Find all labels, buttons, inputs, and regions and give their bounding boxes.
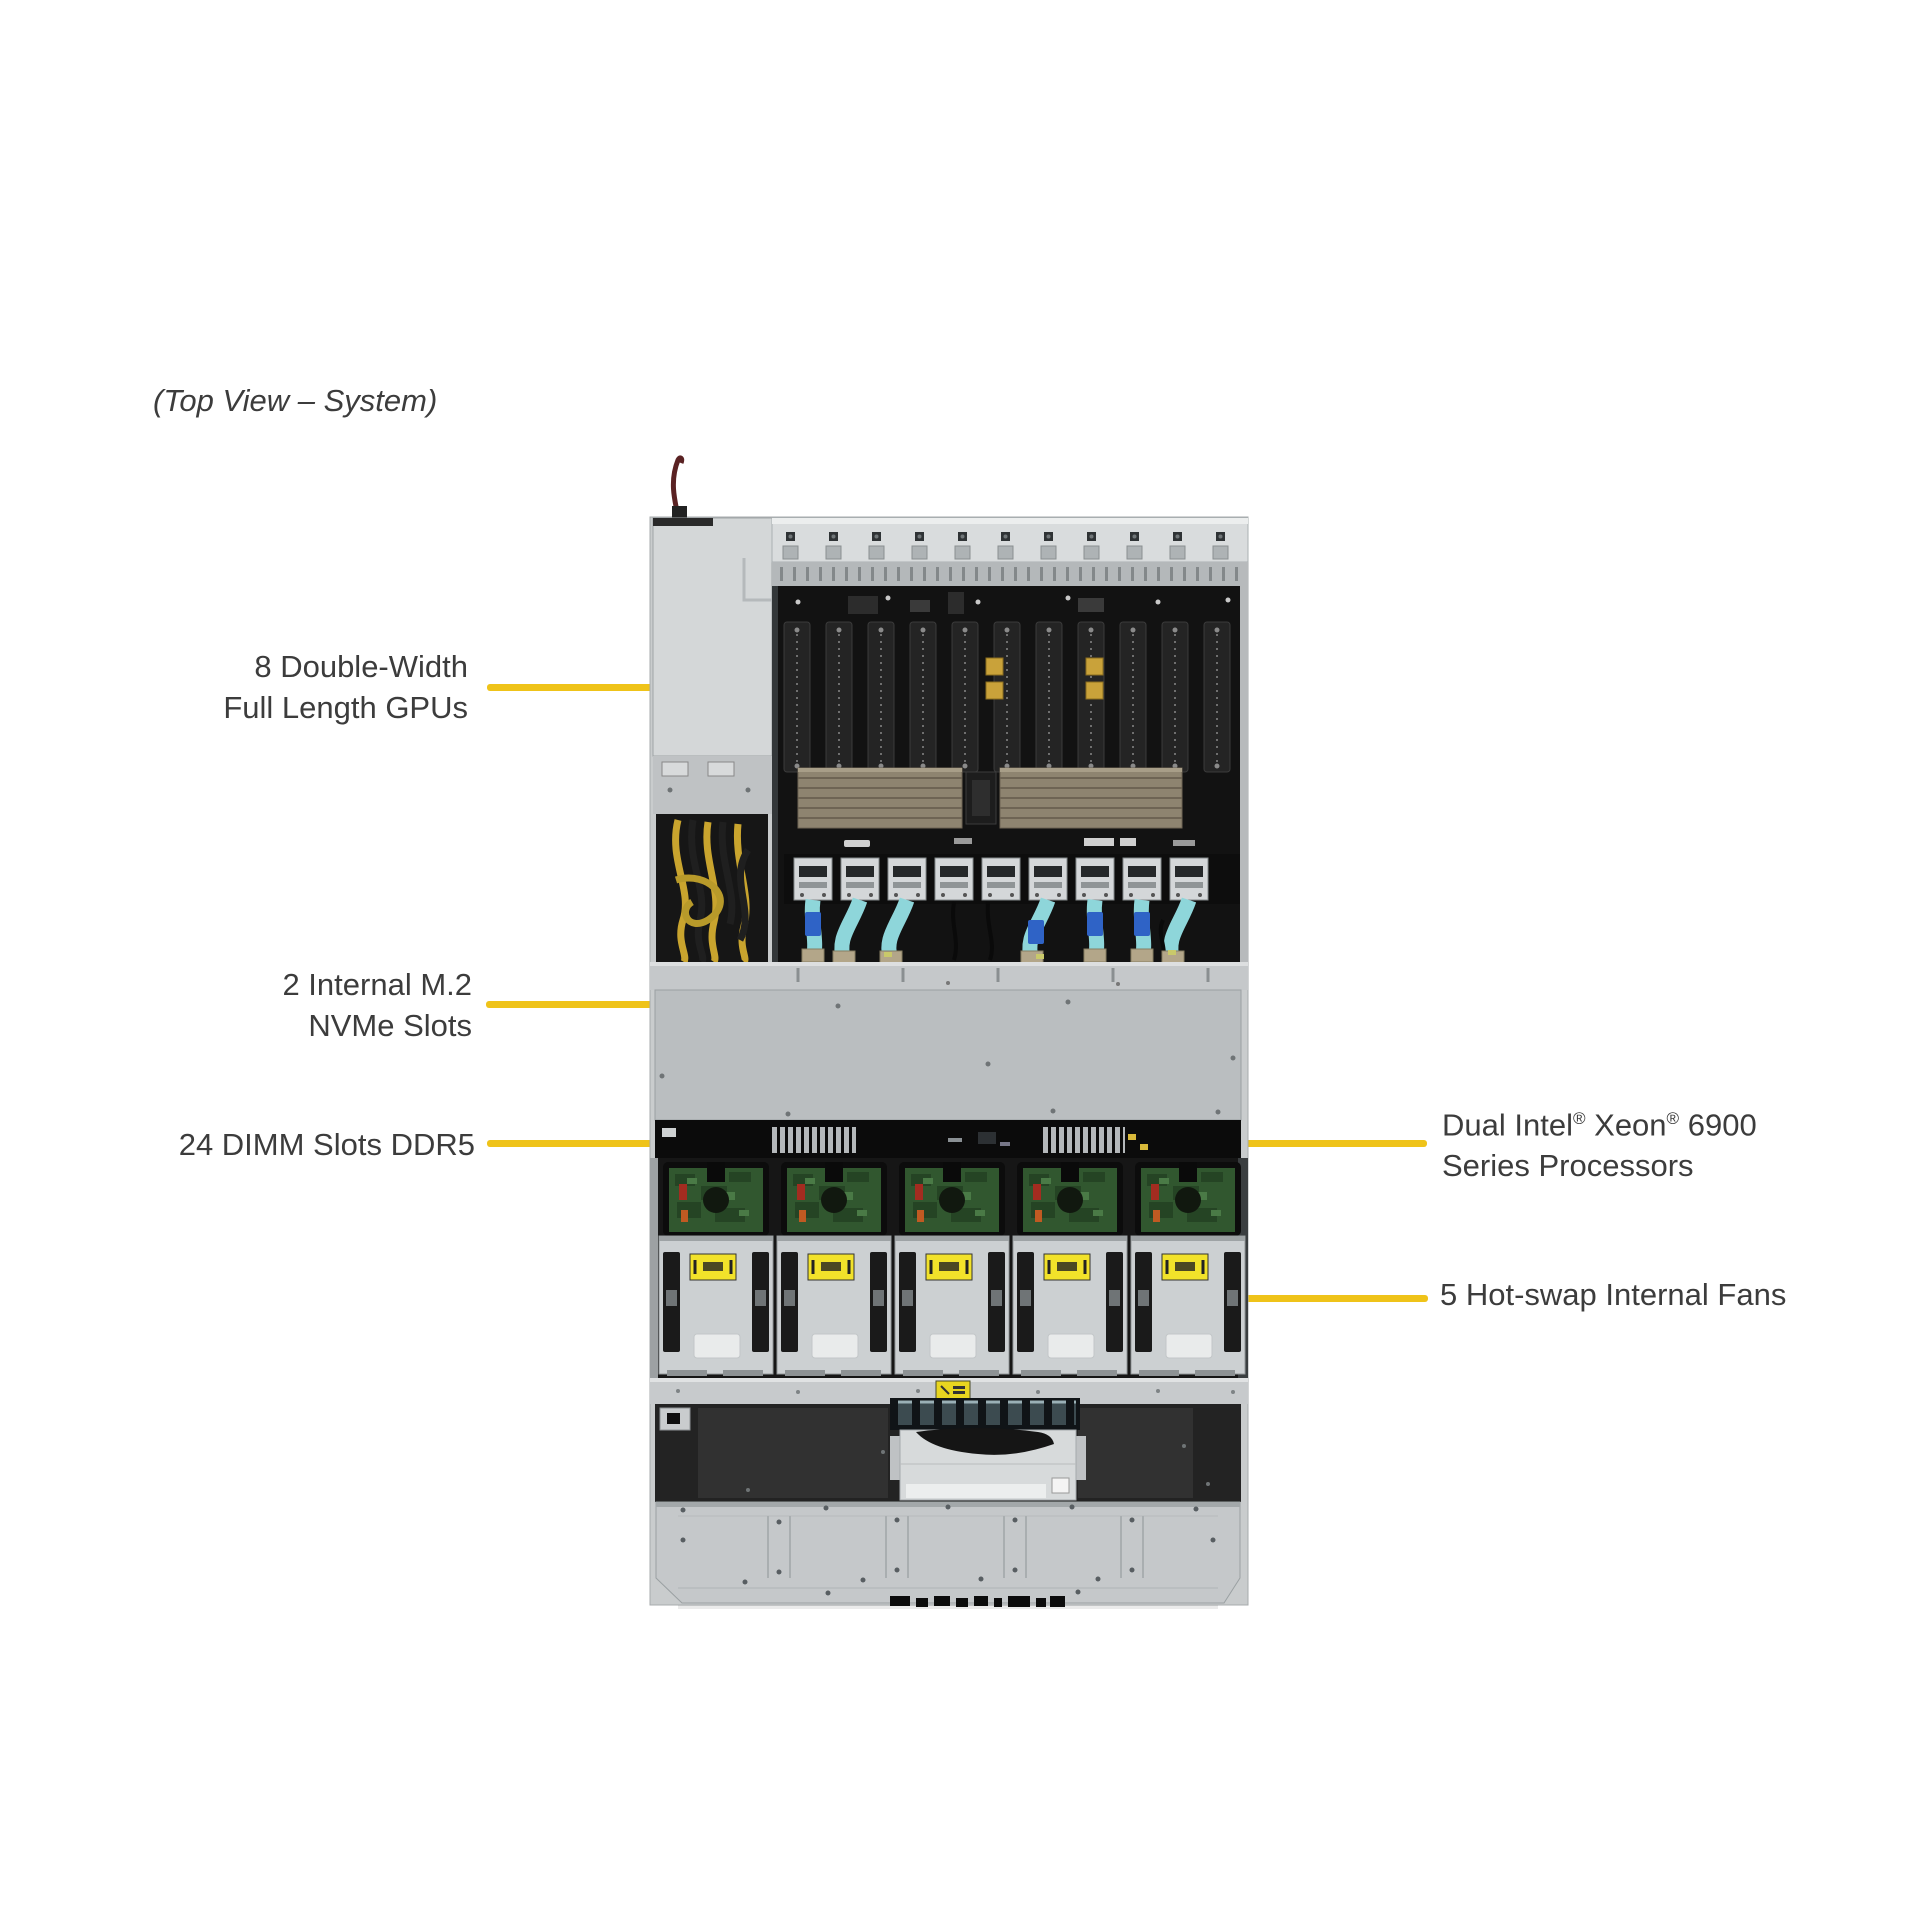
fan-module-2 [775, 1160, 893, 1378]
callout-label-gpus-line1: 8 Double-Width [254, 649, 468, 684]
mcio-cables [784, 854, 1240, 964]
fan-module-3 [893, 1160, 1011, 1378]
fan-module-4 [1011, 1160, 1129, 1378]
warning-label-icon [935, 1380, 971, 1401]
fan-bay [650, 1158, 1248, 1378]
callout-label-gpus: 8 Double-Width Full Length GPUs [100, 646, 468, 728]
power-supply-unit [652, 455, 773, 814]
chassis-crossbar [650, 962, 1248, 990]
callout-label-m2: 2 Internal M.2 NVMe Slots [110, 964, 472, 1046]
dimm-slot-area [655, 1120, 1241, 1160]
callout-label-cpu-line1: Dual Intel® Xeon® 6900 [1442, 1107, 1757, 1143]
callout-label-fans: 5 Hot-swap Internal Fans [1440, 1274, 1786, 1315]
front-panel [655, 1501, 1241, 1607]
registered-trademark-icon: ® [1666, 1109, 1680, 1128]
m2-nvme-cover [654, 989, 1242, 1121]
callout-label-gpus-line2: Full Length GPUs [223, 690, 468, 725]
pcie-switch-heatsinks [797, 767, 1195, 847]
midplane-connector [655, 1398, 1241, 1502]
callout-label-m2-line1: 2 Internal M.2 [282, 967, 472, 1002]
registered-trademark-icon: ® [1572, 1109, 1586, 1128]
power-cables [656, 814, 768, 965]
front-io-connectors [890, 1596, 1065, 1607]
page-title: (Top View – System) [153, 383, 438, 418]
fan-module-1 [657, 1160, 775, 1378]
callout-line-fans [1208, 1295, 1428, 1302]
callout-label-dimm: 24 DIMM Slots DDR5 [110, 1124, 475, 1165]
server-top-view-image [648, 450, 1252, 1610]
callout-label-cpu: Dual Intel® Xeon® 6900 Series Processors [1442, 1098, 1757, 1186]
callout-line-cpu [1088, 1140, 1427, 1147]
callout-label-m2-line2: NVMe Slots [308, 1008, 472, 1043]
callout-label-cpu-line2: Series Processors [1442, 1148, 1694, 1184]
callout-label-dimm-line1: 24 DIMM Slots DDR5 [178, 1127, 475, 1162]
callout-label-fans-line1: 5 Hot-swap Internal Fans [1440, 1277, 1787, 1312]
fan-module-5 [1129, 1160, 1247, 1378]
